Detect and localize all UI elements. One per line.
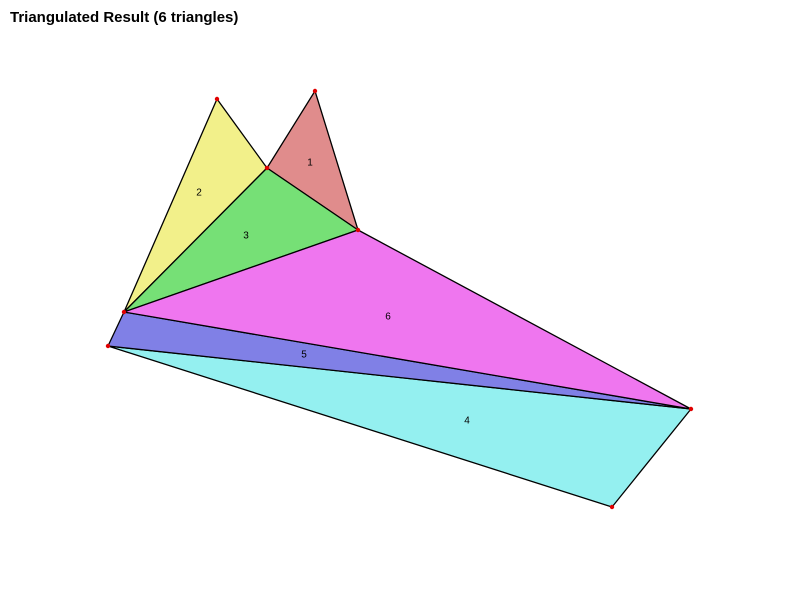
triangles-layer [107, 90, 692, 508]
triangle-label-6: 6 [385, 312, 391, 323]
vertex-point [355, 227, 361, 233]
vertex-point [105, 343, 111, 349]
vertex-point [264, 165, 270, 171]
vertex-point [688, 406, 694, 412]
vertex-point [609, 504, 615, 510]
vertex-point [312, 88, 318, 94]
vertex-point [214, 96, 220, 102]
triangle-labels-layer: 1 2 3 4 5 6 [196, 158, 470, 427]
triangle-6 [123, 229, 692, 410]
triangle-label-1: 1 [307, 158, 313, 169]
diagram-title: Triangulated Result (6 triangles) [10, 9, 239, 26]
triangle-label-4: 4 [464, 416, 470, 427]
triangle-label-3: 3 [243, 231, 249, 242]
vertices-layer [105, 88, 694, 510]
triangle-label-5: 5 [301, 350, 307, 361]
triangle-label-2: 2 [196, 188, 202, 199]
vertex-point [121, 309, 127, 315]
